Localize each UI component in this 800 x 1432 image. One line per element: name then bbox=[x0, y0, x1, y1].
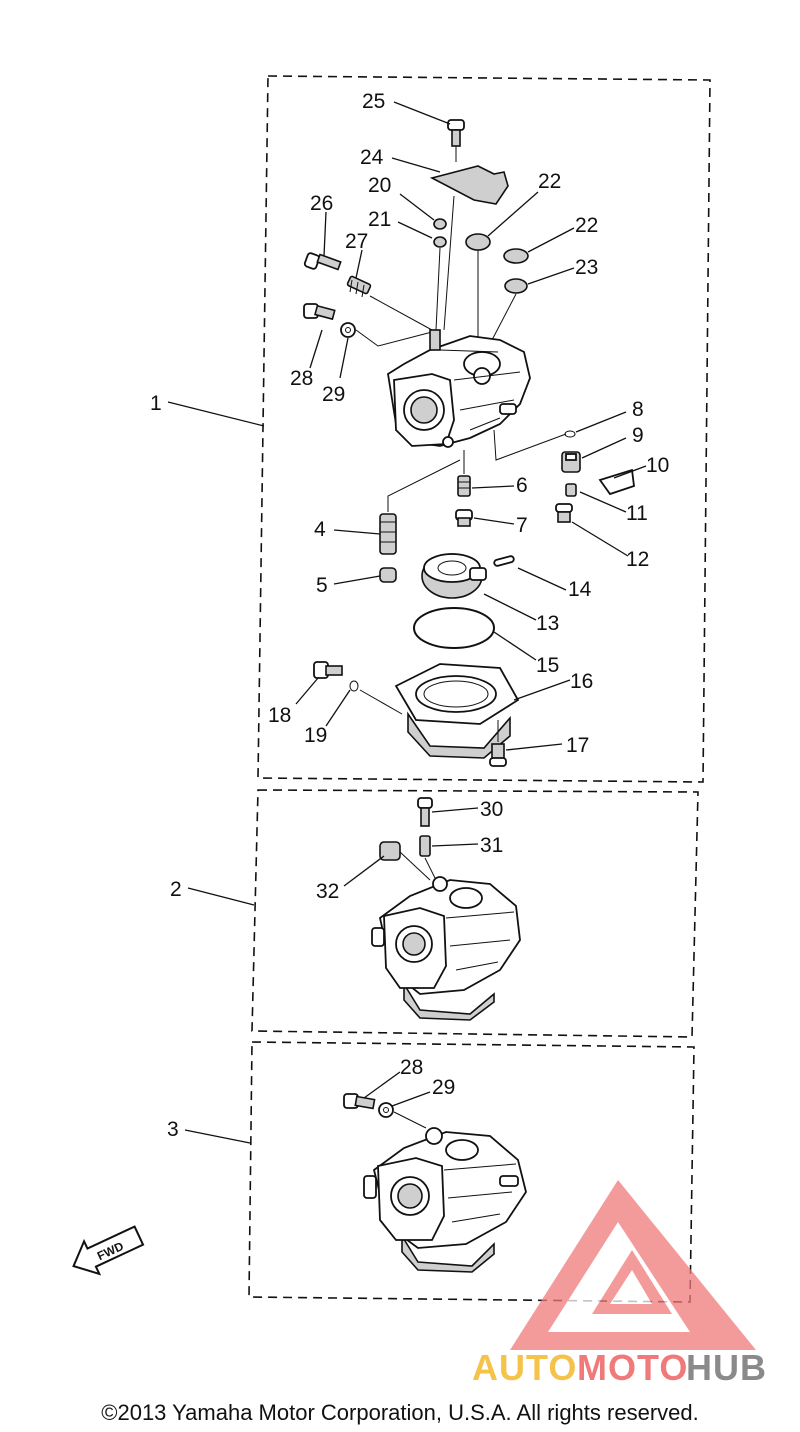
callout-17: 17 bbox=[566, 734, 589, 757]
leader-2 bbox=[187, 887, 255, 906]
watermark-text-auto: AUTO bbox=[472, 1347, 577, 1388]
callout-28a: 28 bbox=[290, 367, 313, 390]
part-30-screw bbox=[417, 797, 433, 827]
part-31-spring bbox=[419, 835, 431, 857]
callout-13: 13 bbox=[536, 612, 559, 635]
callout-4: 4 bbox=[314, 518, 326, 541]
callout-11: 11 bbox=[626, 502, 648, 525]
part-4-nozzle bbox=[379, 513, 397, 555]
part-19-oring bbox=[349, 680, 359, 692]
callout-30: 30 bbox=[480, 798, 503, 821]
part-22-cap-a bbox=[465, 233, 491, 251]
copyright-footer: ©2013 Yamaha Motor Corporation, U.S.A. A… bbox=[101, 1400, 699, 1425]
part-21-plug bbox=[433, 236, 447, 248]
callout-32: 32 bbox=[316, 880, 339, 903]
watermark-text-hub: HUB bbox=[686, 1347, 767, 1388]
carburetor-body-2 bbox=[371, 876, 521, 1021]
part-16-float-bowl bbox=[394, 663, 520, 759]
part-29-washer bbox=[340, 322, 356, 338]
callout-12: 12 bbox=[626, 548, 649, 571]
callout-2: 2 bbox=[170, 878, 182, 901]
carburetor-body-3 bbox=[363, 1127, 527, 1273]
callout-31: 31 bbox=[480, 834, 503, 857]
group-box-2 bbox=[251, 789, 699, 1038]
part-14-pin bbox=[493, 555, 515, 567]
callout-26: 26 bbox=[310, 192, 333, 215]
part-7-plug bbox=[455, 509, 473, 527]
callout-16: 16 bbox=[570, 670, 593, 693]
part-6-jet bbox=[457, 475, 471, 497]
callout-24: 24 bbox=[360, 146, 384, 169]
callout-27: 27 bbox=[345, 230, 368, 253]
part-28-screw bbox=[303, 303, 336, 321]
part-28-screw-b bbox=[343, 1093, 376, 1110]
callout-6: 6 bbox=[516, 474, 528, 497]
callout-5: 5 bbox=[316, 574, 328, 597]
part-20-plug bbox=[433, 218, 447, 230]
callout-22b: 22 bbox=[575, 214, 598, 237]
callout-19: 19 bbox=[304, 724, 327, 747]
part-11-jet bbox=[565, 483, 577, 497]
callout-20: 20 bbox=[368, 174, 391, 197]
callout-15: 15 bbox=[536, 654, 559, 677]
fwd-arrow-icon: FWD bbox=[72, 1225, 145, 1276]
automotohub-watermark-logo bbox=[510, 1180, 756, 1350]
leader-3 bbox=[184, 1129, 251, 1144]
callout-14: 14 bbox=[568, 578, 592, 601]
part-23-cap bbox=[504, 278, 528, 294]
callout-28b: 28 bbox=[400, 1056, 423, 1079]
part-32-bushing bbox=[379, 841, 401, 861]
part-5-jet bbox=[379, 567, 397, 583]
watermark-text-moto: MOTO bbox=[577, 1347, 688, 1388]
callout-22a: 22 bbox=[538, 170, 561, 193]
callout-7: 7 bbox=[516, 514, 528, 537]
part-8-oring bbox=[564, 430, 576, 438]
part-22-cap-b bbox=[503, 248, 529, 264]
callout-29b: 29 bbox=[432, 1076, 455, 1099]
callout-25: 25 bbox=[362, 90, 385, 113]
callout-10: 10 bbox=[646, 454, 669, 477]
callout-3: 3 bbox=[167, 1118, 179, 1141]
callout-29a: 29 bbox=[322, 383, 345, 406]
carburetor-body-1 bbox=[387, 329, 531, 448]
callout-18: 18 bbox=[268, 704, 291, 727]
part-15-oring bbox=[413, 607, 495, 649]
part-29-washer-b bbox=[378, 1102, 394, 1118]
group-box-1 bbox=[257, 75, 711, 783]
part-25-screw bbox=[447, 119, 465, 147]
callout-1: 1 bbox=[150, 392, 162, 415]
part-10-gasket bbox=[598, 468, 635, 496]
callout-23: 23 bbox=[575, 256, 598, 279]
part-17-screw bbox=[489, 743, 507, 767]
part-18-screw bbox=[313, 661, 343, 679]
callout-9: 9 bbox=[632, 424, 644, 447]
part-26-screw bbox=[303, 252, 342, 271]
part-24-plate bbox=[429, 165, 509, 205]
part-12-plug bbox=[555, 503, 573, 523]
part-27-spring bbox=[346, 275, 372, 298]
callout-8: 8 bbox=[632, 398, 644, 421]
leader-1 bbox=[167, 401, 265, 427]
part-9-jet bbox=[561, 451, 581, 473]
callout-21: 21 bbox=[368, 208, 391, 231]
part-13-float bbox=[421, 553, 487, 599]
